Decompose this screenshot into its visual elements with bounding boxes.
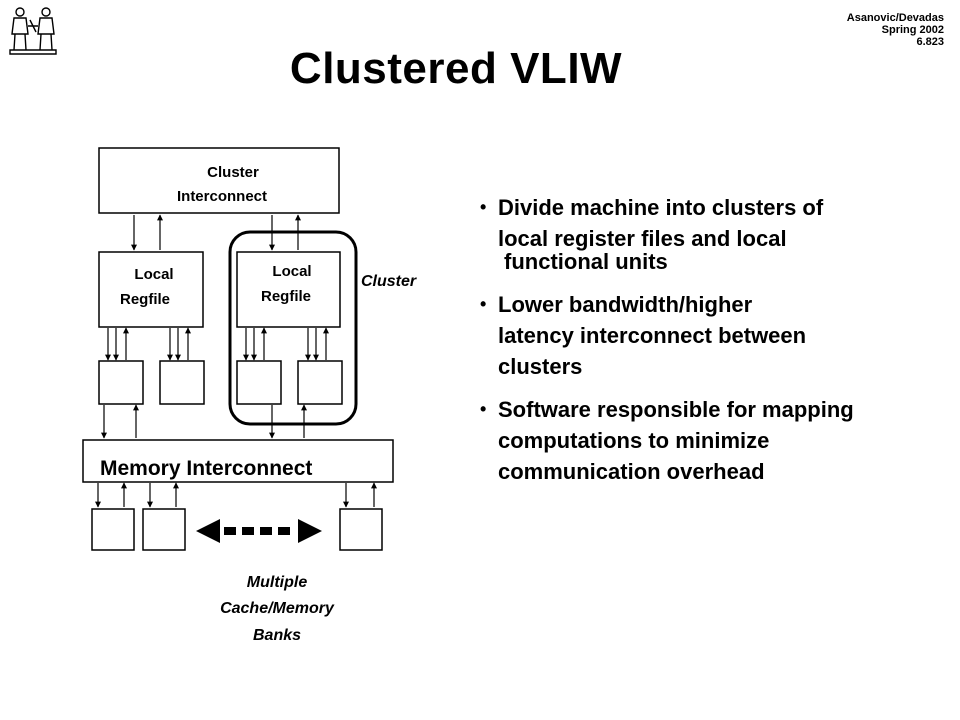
banks-label-2: Cache/Memory (220, 600, 335, 617)
more-banks-arrow (196, 519, 322, 543)
bullet-line: communication overhead (498, 459, 765, 484)
local-regfile-left-label-1: Local (134, 266, 173, 283)
bullet-line: latency interconnect between (498, 323, 807, 348)
functional-unit (159, 360, 205, 405)
bullet-item: Divide machine into clusters of local re… (480, 192, 950, 277)
memory-bank (339, 508, 383, 551)
mit-logo-icon (9, 7, 57, 55)
bullet-item: Lower bandwidth/higher latency interconn… (480, 289, 950, 382)
local-regfile-box-left (98, 251, 204, 328)
banks-label-1: Multiple (247, 574, 308, 591)
bullet-line: functional units (504, 249, 668, 274)
course-number-text: 6.823 (916, 36, 944, 48)
bullet-item: Software responsible for mapping computa… (480, 394, 950, 487)
connection-arrows (95, 214, 377, 508)
bullet-line: clusters (498, 354, 583, 379)
functional-unit (297, 360, 343, 405)
functional-unit (236, 360, 282, 405)
term-text: Spring 2002 (881, 24, 944, 36)
local-regfile-right-label-2: Regfile (261, 288, 311, 305)
cluster-label: Cluster (361, 273, 417, 290)
bullet-list: Divide machine into clusters of local re… (480, 192, 950, 499)
authors-text: Asanovic/Devadas (846, 12, 944, 24)
memory-bank (142, 508, 186, 551)
bullet-line: local register files and local (498, 226, 787, 251)
cluster-interconnect-label-2: Interconnect (177, 188, 267, 205)
bullet-line: Lower bandwidth/higher (498, 292, 753, 317)
memory-bank (91, 508, 135, 551)
local-regfile-box-right (236, 251, 341, 328)
local-regfile-left-label-2: Regfile (120, 291, 170, 308)
cluster-boundary (228, 230, 358, 426)
bullet-line: Software responsible for mapping (498, 397, 854, 422)
local-regfile-right-label-1: Local (272, 263, 311, 280)
memory-interconnect-box (82, 439, 394, 483)
functional-unit (98, 360, 144, 405)
course-info: Asanovic/Devadas Spring 2002 6.823 (847, 12, 944, 48)
cluster-interconnect-label-1: Cluster (207, 164, 259, 181)
cluster-interconnect-box (98, 147, 340, 214)
memory-interconnect-label: Memory Interconnect (100, 457, 312, 480)
bullet-line: Divide machine into clusters of (498, 195, 824, 220)
banks-label-3: Banks (253, 627, 301, 644)
bullet-line: computations to minimize (498, 428, 770, 453)
slide-title: Clustered VLIW (289, 44, 623, 93)
